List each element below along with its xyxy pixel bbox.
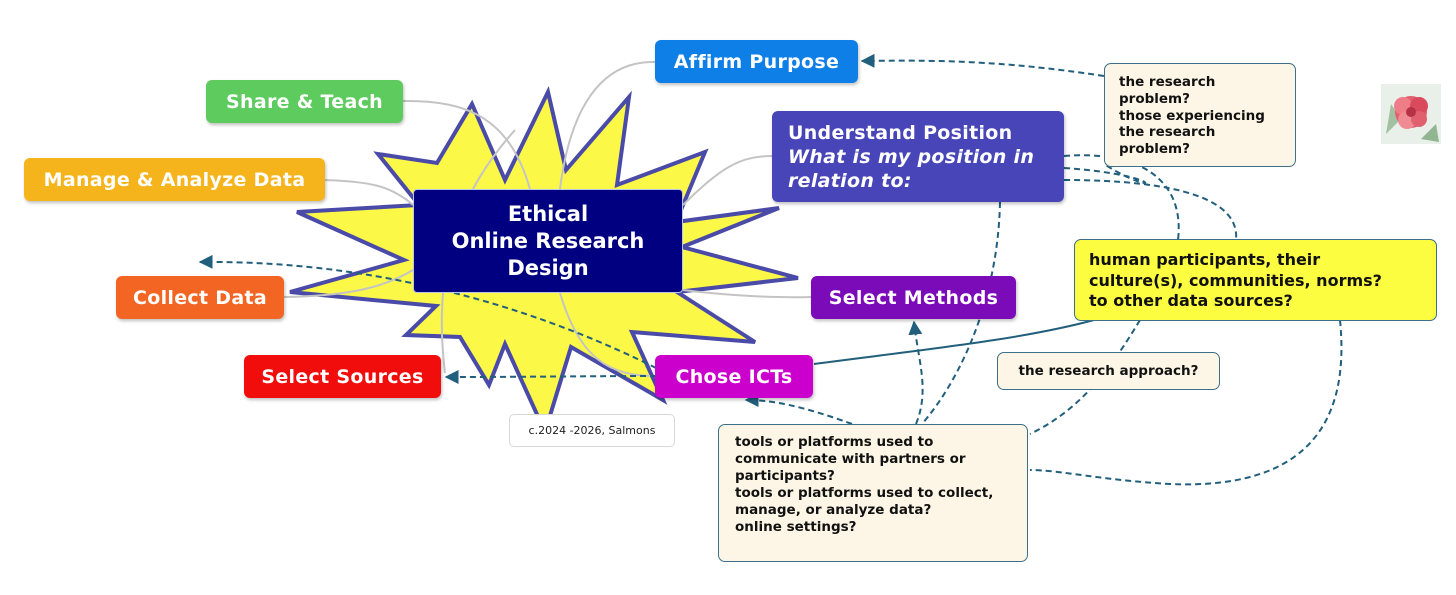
research-problem-line: the research xyxy=(1119,124,1216,141)
participants-line: to other data sources? xyxy=(1089,291,1293,310)
research-problem-line: problem? xyxy=(1119,141,1190,158)
chose-icts-label: Chose ICTs xyxy=(675,365,793,388)
copyright-text: c.2024 -2026, Salmons xyxy=(528,424,656,437)
tools-line: communicate with partners or xyxy=(735,451,966,467)
participants-line: culture(s), communities, norms? xyxy=(1089,270,1382,290)
tools-line: manage, or analyze data? xyxy=(735,502,932,518)
research-problem-line: problem? xyxy=(1119,90,1190,107)
share-teach-label: Share & Teach xyxy=(226,90,383,113)
tools-note[interactable]: tools or platforms used to communicate w… xyxy=(718,424,1028,562)
collect-data-node[interactable]: Collect Data xyxy=(116,276,284,319)
select-methods-label: Select Methods xyxy=(828,286,999,309)
share-teach-node[interactable]: Share & Teach xyxy=(206,80,403,123)
manage-analyze-node[interactable]: Manage & Analyze Data xyxy=(24,158,325,201)
understand-position-subtitle-1: What is my position in xyxy=(788,145,1035,168)
tools-line: online settings? xyxy=(735,519,857,535)
central-topic[interactable]: Ethical Online Research Design xyxy=(413,189,683,293)
select-sources-node[interactable]: Select Sources xyxy=(244,355,441,398)
copyright-label: c.2024 -2026, Salmons xyxy=(509,414,675,447)
chose-icts-node[interactable]: Chose ICTs xyxy=(655,355,813,398)
select-sources-label: Select Sources xyxy=(261,365,424,388)
research-problem-line: those experiencing xyxy=(1119,107,1265,124)
understand-position-node[interactable]: Understand Position What is my position … xyxy=(772,111,1064,202)
tools-line: tools or platforms used to xyxy=(735,434,934,450)
central-topic-line3: Design xyxy=(507,255,589,280)
collect-data-label: Collect Data xyxy=(133,286,267,309)
affirm-purpose-label: Affirm Purpose xyxy=(673,50,840,73)
manage-analyze-label: Manage & Analyze Data xyxy=(43,168,306,191)
research-problem-note[interactable]: the research problem? those experiencing… xyxy=(1104,63,1296,167)
branch-connectors xyxy=(283,60,812,377)
dashed-connectors xyxy=(198,53,1343,486)
understand-position-title: Understand Position xyxy=(788,121,1013,144)
tools-line: participants? xyxy=(735,468,835,484)
central-topic-line1: Ethical xyxy=(507,201,589,226)
participants-line: human participants, their xyxy=(1089,250,1321,269)
flower-picture xyxy=(1381,84,1441,144)
icts-participants-connector xyxy=(813,319,1095,365)
affirm-purpose-node[interactable]: Affirm Purpose xyxy=(655,40,858,83)
research-approach-text: the research approach? xyxy=(1018,362,1199,379)
research-approach-note[interactable]: the research approach? xyxy=(997,352,1220,390)
select-methods-node[interactable]: Select Methods xyxy=(811,276,1016,319)
central-topic-line2: Online Research xyxy=(451,228,645,253)
understand-position-subtitle-2: relation to: xyxy=(788,169,912,192)
participants-note[interactable]: human participants, their culture(s), co… xyxy=(1074,239,1437,321)
tools-line: tools or platforms used to collect, xyxy=(735,485,994,501)
research-problem-line: the research xyxy=(1119,74,1216,90)
